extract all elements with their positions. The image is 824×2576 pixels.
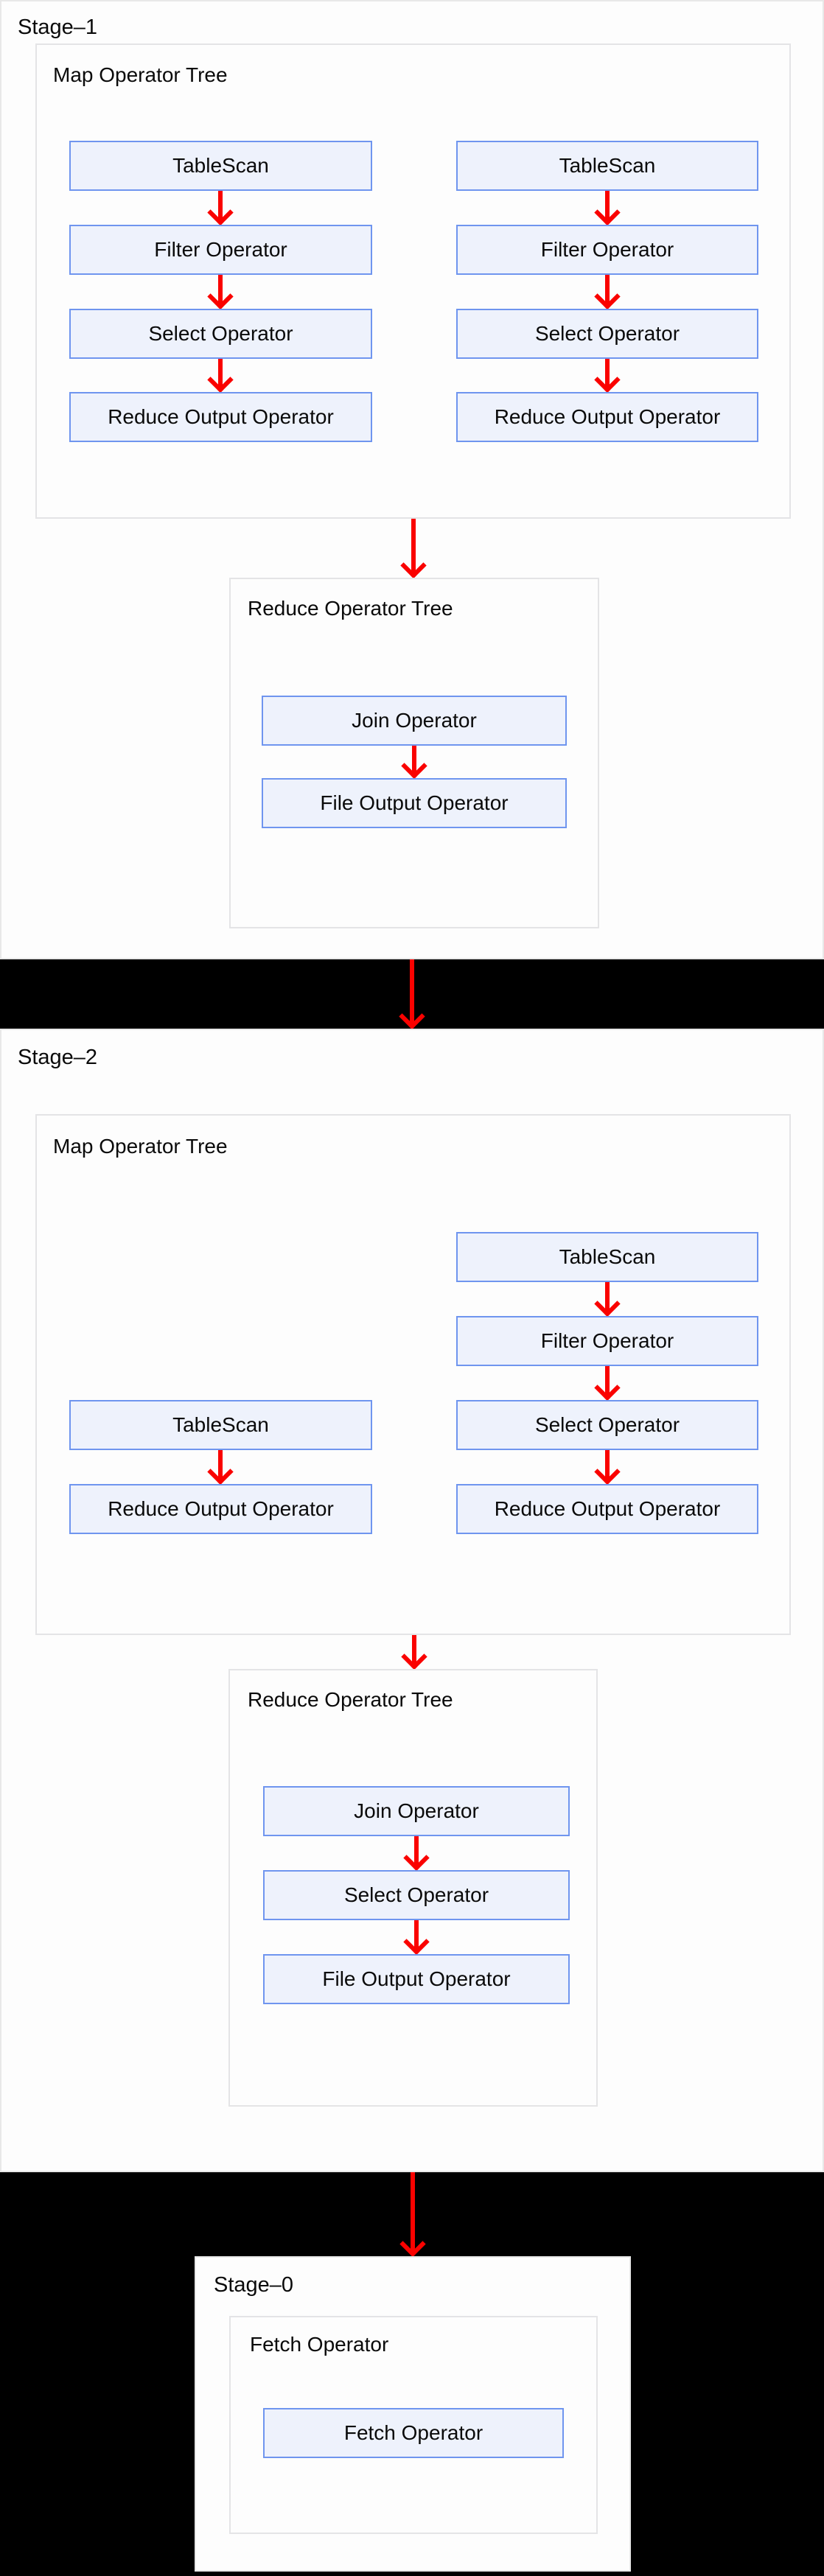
operator-box-file-output: File Output Operator xyxy=(263,1954,570,2004)
stage-0-fetch-title: Fetch Operator xyxy=(250,2333,389,2356)
arrow-down-icon xyxy=(403,1920,430,1954)
operator-box-reduce-output: Reduce Output Operator xyxy=(69,1484,372,1534)
arrow-down-icon xyxy=(207,1450,234,1484)
operator-box-file-output: File Output Operator xyxy=(262,778,567,828)
operator-box-join: Join Operator xyxy=(262,696,567,746)
operator-box-filter: Filter Operator xyxy=(456,225,758,275)
operator-box-filter: Filter Operator xyxy=(69,225,372,275)
stage-1-reduce-tree-title: Reduce Operator Tree xyxy=(248,597,453,620)
arrow-down-icon xyxy=(207,275,234,309)
arrow-down-icon xyxy=(594,1450,621,1484)
arrow-down-icon xyxy=(594,275,621,309)
stage-2-reduce-tree-title: Reduce Operator Tree xyxy=(248,1688,453,1711)
arrow-down-icon xyxy=(207,191,234,225)
operator-box-fetch: Fetch Operator xyxy=(263,2408,564,2458)
operator-box-select: Select Operator xyxy=(456,1400,758,1450)
stage-1-map-tree-panel: Map Operator Tree xyxy=(35,43,791,519)
stage-0-card: Stage–0 Fetch Operator Fetch Operator xyxy=(195,2256,631,2572)
operator-box-filter: Filter Operator xyxy=(456,1316,758,1366)
stage-2-map-tree-title: Map Operator Tree xyxy=(53,1135,228,1158)
stage-1-map-tree-title: Map Operator Tree xyxy=(53,63,228,86)
stage-0-title: Stage–0 xyxy=(214,2273,294,2297)
arrow-down-icon xyxy=(400,519,427,578)
arrow-down-icon xyxy=(594,1282,621,1316)
arrow-down-icon xyxy=(594,1366,621,1400)
operator-box-join: Join Operator xyxy=(263,1786,570,1836)
arrow-down-icon xyxy=(401,746,427,778)
arrow-down-icon xyxy=(401,1635,427,1669)
arrow-down-icon xyxy=(399,959,425,1029)
operator-box-select: Select Operator xyxy=(69,309,372,359)
operator-box-reduce-output: Reduce Output Operator xyxy=(69,392,372,442)
operator-box-select: Select Operator xyxy=(263,1870,570,1920)
arrow-down-icon xyxy=(403,1836,430,1870)
arrow-down-icon xyxy=(399,2172,426,2256)
arrow-down-icon xyxy=(594,359,621,392)
operator-box-tablescan: TableScan xyxy=(456,141,758,191)
operator-box-tablescan: TableScan xyxy=(456,1232,758,1282)
arrow-down-icon xyxy=(594,191,621,225)
operator-box-tablescan: TableScan xyxy=(69,1400,372,1450)
operator-box-tablescan: TableScan xyxy=(69,141,372,191)
stage-2-card: Stage–2 Map Operator Tree TableScan Filt… xyxy=(0,1029,824,2172)
operator-box-reduce-output: Reduce Output Operator xyxy=(456,392,758,442)
operator-box-reduce-output: Reduce Output Operator xyxy=(456,1484,758,1534)
stage-2-map-tree-panel: Map Operator Tree xyxy=(35,1114,791,1635)
arrow-down-icon xyxy=(207,359,234,392)
operator-box-select: Select Operator xyxy=(456,309,758,359)
stage-2-title: Stage–2 xyxy=(18,1046,98,1069)
stage-1-card: Stage–1 Map Operator Tree TableScan Filt… xyxy=(0,0,824,959)
stage-1-title: Stage–1 xyxy=(18,15,98,39)
